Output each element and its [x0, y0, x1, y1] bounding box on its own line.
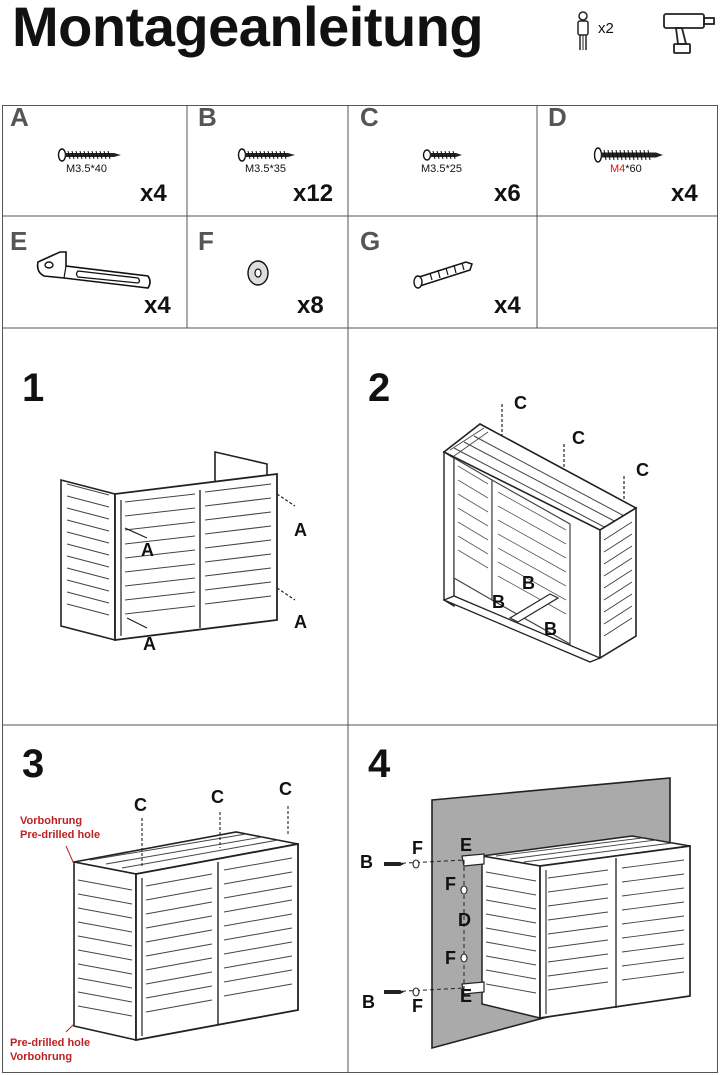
- dowel-g-icon: [413, 261, 473, 289]
- step-3-callout-c3: C: [279, 779, 292, 799]
- parts-grid: [2, 105, 718, 1073]
- step-4-callout-b2: B: [362, 992, 375, 1012]
- part-letter-c: C: [360, 102, 379, 132]
- drill-icon: [663, 13, 715, 54]
- step-4-callout-f2: F: [445, 874, 456, 894]
- step-4-callout-f4: F: [412, 996, 423, 1016]
- bracket-e-icon: [36, 251, 151, 289]
- step-1-callout-a2: A: [143, 634, 156, 654]
- part-letter-b: B: [198, 102, 217, 132]
- step-2-callout-b1: B: [522, 573, 535, 593]
- step-4-callout-e2: E: [460, 986, 473, 1006]
- part-letter-d: D: [548, 102, 567, 132]
- part-f-quantity: x8: [297, 292, 324, 319]
- step-1-number: 1: [22, 366, 45, 410]
- step-4-callout-f3: F: [445, 948, 456, 968]
- step-2-callout-c3: C: [636, 460, 649, 480]
- part-a-quantity: x4: [140, 180, 167, 207]
- step-4-callout-d: D: [458, 910, 471, 930]
- page-title: Montageanleitung: [12, 0, 484, 58]
- step-4-callout-e1: E: [460, 835, 473, 855]
- part-d-dimension: M4*60: [610, 163, 642, 175]
- part-letter-f: F: [198, 226, 214, 256]
- part-c-dimension: M3.5*25: [421, 163, 462, 175]
- step-1-callout-a3: A: [294, 520, 307, 540]
- screw-b-icon: [237, 148, 295, 162]
- screw-a-icon: [57, 148, 121, 162]
- washer-f-icon: [247, 260, 269, 286]
- part-b-dimension: M3.5*35: [245, 163, 286, 175]
- part-g-quantity: x4: [494, 292, 521, 319]
- step-1-illustration: [60, 450, 296, 642]
- step-2-number: 2: [368, 366, 391, 410]
- part-e-quantity: x4: [144, 292, 171, 319]
- step-1-callout-a1: A: [141, 540, 154, 560]
- step-3-callout-c1: C: [134, 795, 147, 815]
- step-3-illustration: [65, 806, 299, 1042]
- part-c-quantity: x6: [494, 180, 521, 207]
- person-icon: [577, 11, 589, 50]
- step-3-callout-c2: C: [211, 787, 224, 807]
- part-letter-g: G: [360, 226, 381, 256]
- part-b-quantity: x12: [293, 180, 334, 207]
- step-2-illustration: [442, 404, 638, 663]
- screw-c-icon: [422, 149, 462, 161]
- step-2-callout-b3: B: [544, 619, 557, 639]
- step-4-callout-f1: F: [412, 838, 423, 858]
- step-4-illustration: [384, 777, 691, 1050]
- step-4-callout-b1: B: [360, 852, 373, 872]
- part-a-dimension: M3.5*40: [66, 163, 107, 175]
- step-1-callout-a4: A: [294, 612, 307, 632]
- step-2-callout-c2: C: [572, 428, 585, 448]
- step-2-callout-b2: B: [492, 592, 505, 612]
- persons-count: x2: [598, 20, 614, 37]
- step-2-callout-c1: C: [514, 393, 527, 413]
- part-letter-a: A: [10, 102, 29, 132]
- part-letter-e: E: [10, 226, 28, 256]
- step-4-number: 4: [368, 742, 391, 786]
- part-d-quantity: x4: [671, 180, 698, 207]
- step-3-number: 3: [22, 742, 45, 786]
- screw-d-icon: [593, 147, 663, 163]
